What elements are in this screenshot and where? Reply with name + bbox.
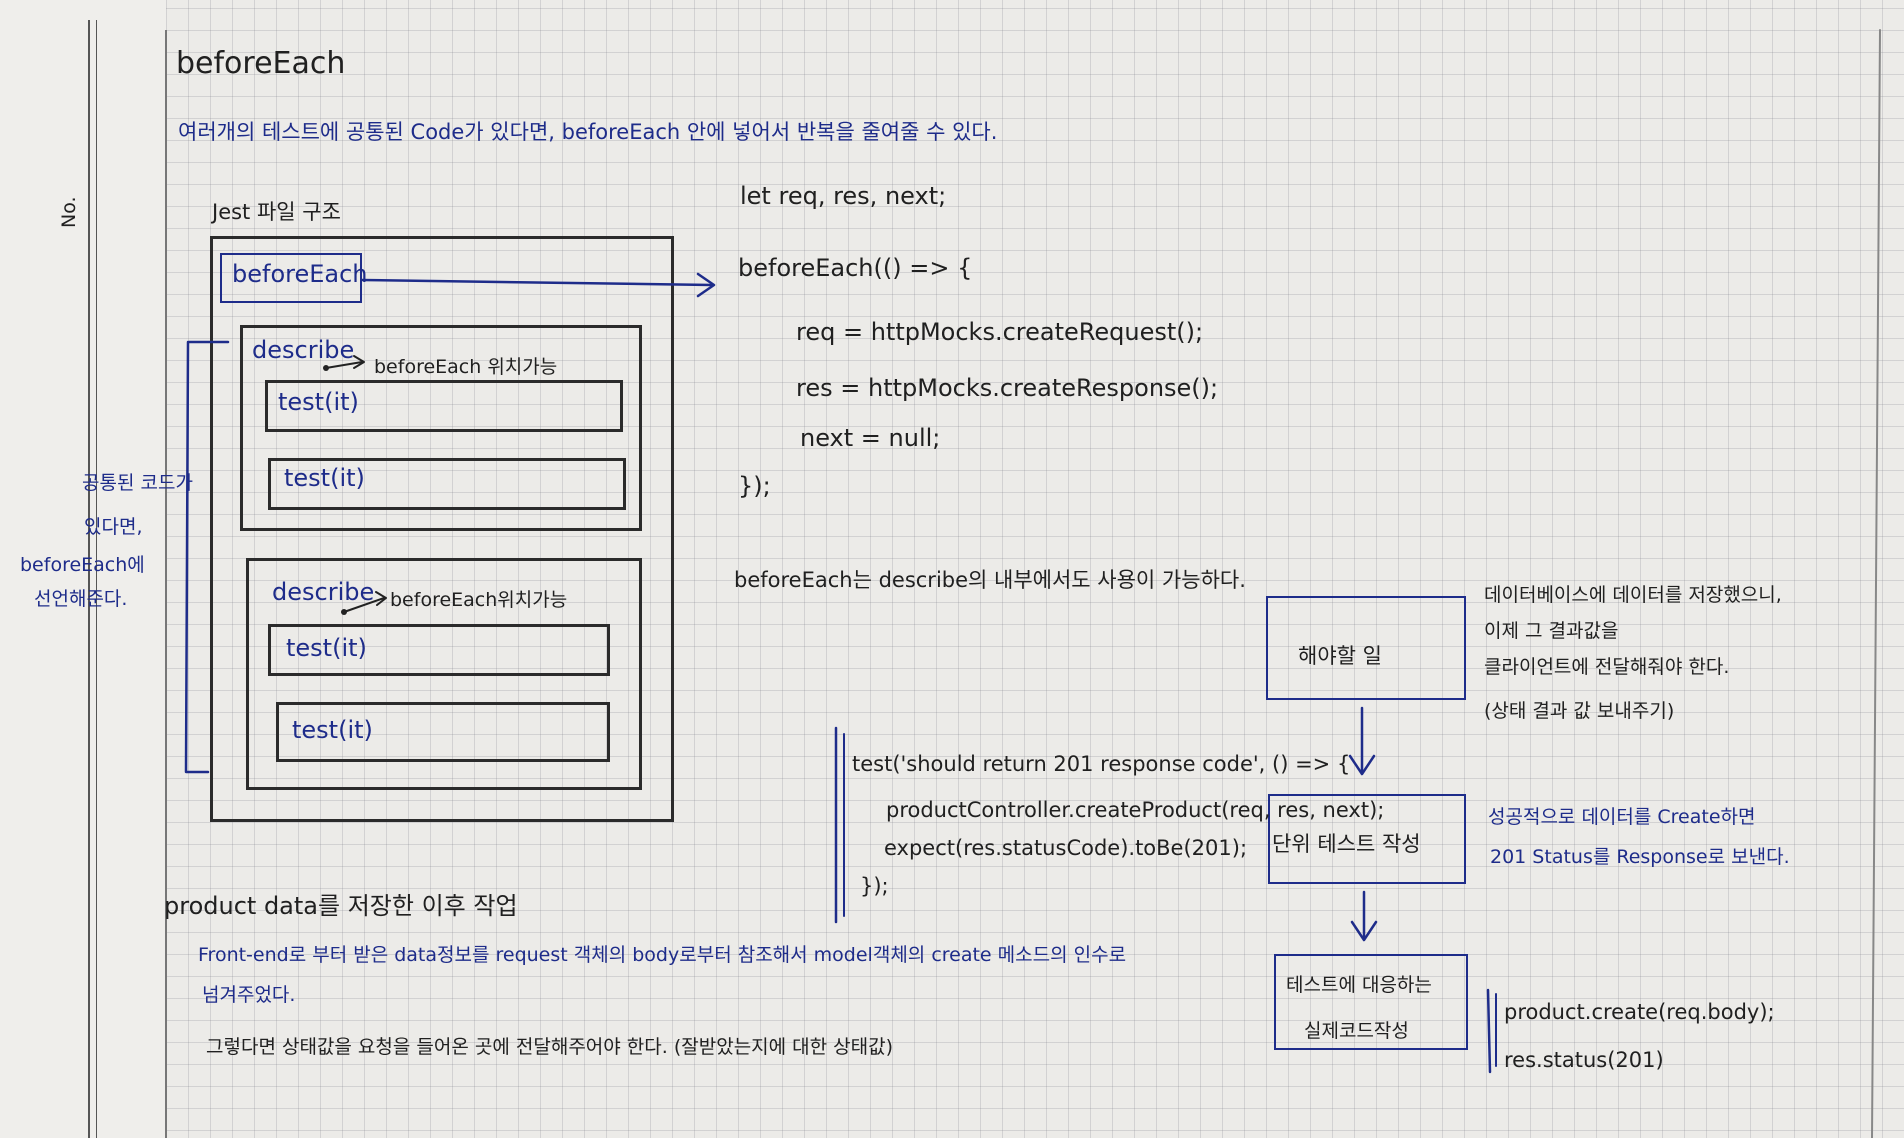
test-code-line-4: });: [860, 874, 889, 898]
side-note-line-3: beforeEach에: [20, 554, 145, 576]
side-bracket: [184, 340, 230, 774]
flow-note-1-line-1: 데이터베이스에 데이터를 저장했으니,: [1484, 584, 1782, 606]
flow-step-1: 해야할 일: [1298, 644, 1382, 668]
product-para-1a: Front-end로 부터 받은 data정보를 request 객체의 bod…: [198, 944, 1127, 966]
flow-note-2-line-1: 성공적으로 데이터를 Create하면: [1488, 806, 1756, 828]
product-heading: product data를 저장한 이후 작업: [164, 892, 518, 920]
test-code-line-2: productController.createProduct(req, res…: [886, 798, 1385, 822]
test-code-line-3: expect(res.statusCode).toBe(201);: [884, 836, 1248, 860]
side-note-line-4: 선언해준다.: [34, 588, 128, 610]
describe-usage-note: beforeEach는 describe의 내부에서도 사용이 가능하다.: [734, 568, 1246, 592]
flow-note-1-line-3: 클라이언트에 전달해줘야 한다.: [1484, 656, 1730, 678]
describe-label-1: describe: [252, 336, 355, 364]
flow-box-unit-test: [1268, 794, 1466, 884]
flow-note-2-line-2: 201 Status를 Response로 보낸다.: [1490, 846, 1790, 868]
side-note-line-2: 있다면,: [84, 516, 143, 538]
before-each-arrow-head: [696, 272, 716, 298]
side-note-line-1: 공통된 코드가: [82, 472, 193, 494]
code-line-2: beforeEach(() => {: [738, 254, 973, 282]
describe-note-2: beforeEach위치가능: [390, 589, 568, 611]
page-right-edge: [1871, 29, 1881, 1138]
margin-line-left: [88, 20, 90, 1138]
describe-label-2: describe: [272, 578, 375, 606]
test-box-1: [265, 380, 623, 432]
flow-note-1-line-4: (상태 결과 값 보내주기): [1484, 700, 1675, 722]
test-box-2: [268, 458, 626, 510]
code-line-5: next = null;: [800, 424, 941, 452]
page-title: beforeEach: [176, 46, 346, 81]
code-line-3: req = httpMocks.createRequest();: [796, 318, 1204, 346]
describe-box-2: [246, 558, 642, 790]
flow-step-3-line-1: 테스트에 대응하는: [1286, 974, 1432, 996]
file-outer-box: [210, 236, 674, 822]
test-box-4: [276, 702, 610, 762]
code-line-1: let req, res, next;: [740, 182, 947, 210]
before-each-label: beforeEach: [232, 260, 368, 288]
describe-note-1: beforeEach 위치가능: [374, 356, 558, 378]
describe-note-arrow-1: [325, 361, 363, 369]
before-each-box: [220, 253, 362, 303]
page-margin: [0, 0, 166, 1138]
test-label-1: test(it): [278, 388, 359, 416]
describe-box-1: [240, 325, 642, 531]
flow-box-todo: [1266, 596, 1466, 700]
test-box-3: [268, 624, 610, 676]
impl-code-bar-1: [1486, 988, 1492, 1074]
test-label-2: test(it): [284, 464, 365, 492]
impl-code-line-2: res.status(201): [1504, 1048, 1664, 1072]
intro-text: 여러개의 테스트에 공통된 Code가 있다면, beforeEach 안에 넣…: [178, 120, 998, 144]
margin-line-right: [96, 20, 97, 1138]
test-label-3: test(it): [286, 634, 367, 662]
grid-border-line: [165, 30, 167, 1138]
code-line-6: });: [738, 472, 771, 500]
code-line-4: res = httpMocks.createResponse();: [796, 374, 1219, 402]
impl-code-line-1: product.create(req.body);: [1504, 1000, 1775, 1024]
flow-box-impl: [1274, 954, 1468, 1050]
flow-note-1-line-2: 이제 그 결과값을: [1484, 620, 1619, 642]
before-each-arrow-line: [360, 278, 714, 287]
product-para-2: 그렇다면 상태값을 요청을 들어온 곳에 전달해주어야 한다. (잘받았는지에 …: [206, 1036, 894, 1058]
test-code-line-1: test('should return 201 response code', …: [852, 752, 1351, 776]
product-para-1b: 넘겨주었다.: [202, 984, 296, 1006]
flow-step-3-line-2: 실제코드작성: [1304, 1020, 1409, 1042]
flow-step-2: 단위 테스트 작성: [1272, 832, 1421, 856]
structure-heading: Jest 파일 구조: [212, 200, 341, 224]
test-label-4: test(it): [292, 716, 373, 744]
describe-note-arrow-2: [343, 597, 385, 613]
